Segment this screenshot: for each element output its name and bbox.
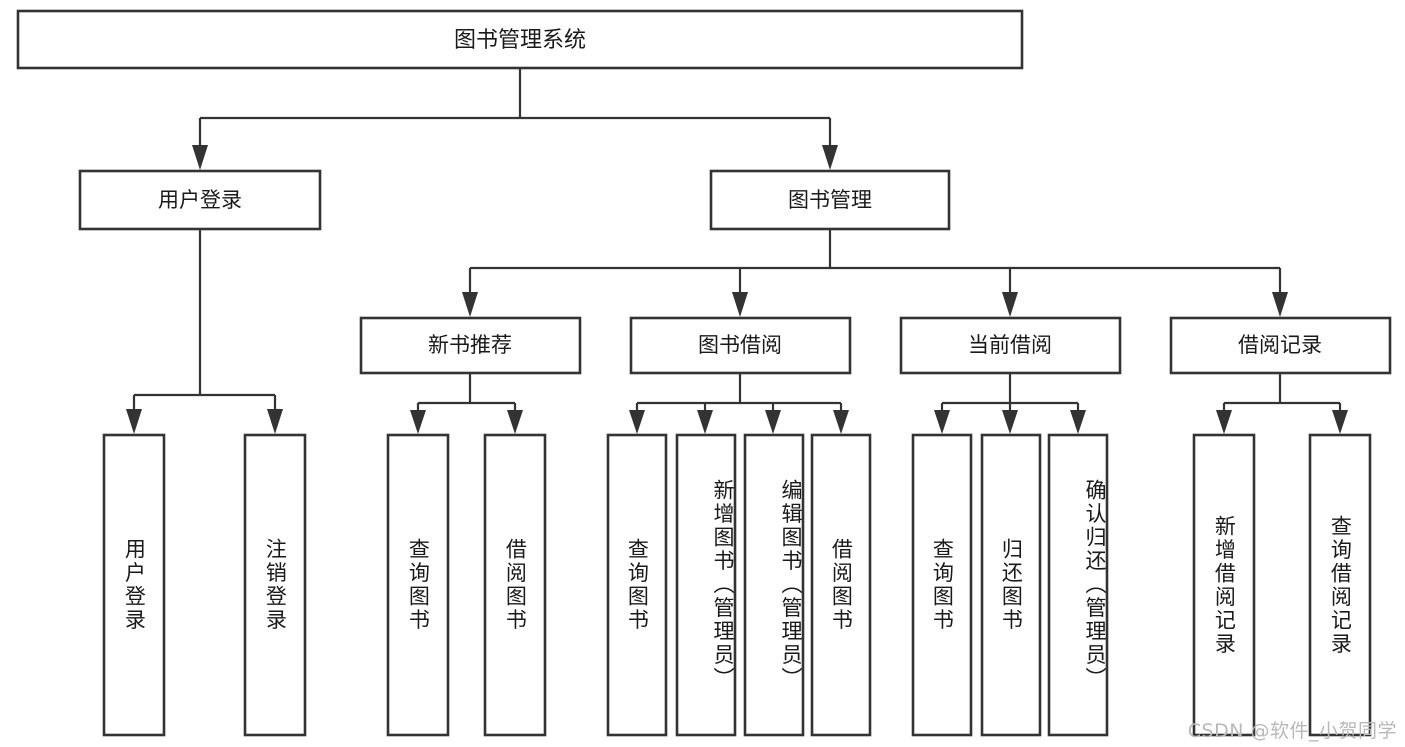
node-borrow-record-rect[interactable] — [1169, 316, 1392, 375]
node-leaf-user-login-rect[interactable] — [102, 433, 166, 737]
node-book-manage[interactable]: 图书管理 — [709, 169, 951, 231]
node-root[interactable]: 图书管理系统 — [16, 9, 1024, 70]
watermark-text: CSDN @软件_小贺同学 — [1187, 720, 1397, 742]
arrow-head-leaf-add-book — [697, 410, 713, 434]
node-leaf-add-book-rect[interactable] — [675, 433, 737, 737]
arrow-head-leaf-query-book-1 — [410, 410, 426, 434]
arrow-head-leaf-query-record — [1332, 410, 1348, 434]
node-book-borrow[interactable]: 图书借阅 — [629, 316, 852, 375]
arrow-head-book-borrow — [732, 292, 748, 317]
arrow-head-borrow-record — [1272, 292, 1288, 317]
node-borrow-record[interactable]: 借阅记录 — [1169, 316, 1392, 375]
node-leaf-query-book-1-rect[interactable] — [386, 433, 450, 737]
node-leaf-return-book-rect[interactable] — [980, 433, 1042, 737]
node-user-login-label: 用户登录 — [158, 188, 242, 212]
arrow-head-user-login — [192, 145, 208, 170]
arrow-head-leaf-add-record — [1216, 410, 1232, 434]
arrow-head-leaf-user-login — [126, 409, 142, 434]
node-leaf-borrow-book-2-rect[interactable] — [810, 433, 872, 737]
arrow-head-new-book-rec — [462, 292, 478, 317]
node-root-label: 图书管理系统 — [454, 28, 586, 53]
node-current-borrow-rect[interactable] — [899, 316, 1122, 375]
arrow-head-leaf-edit-book — [765, 410, 781, 434]
arrow-head-leaf-borrow-book-2 — [833, 410, 849, 434]
node-leaf-borrow-book-1-rect[interactable] — [483, 433, 547, 737]
node-new-book-rec[interactable]: 新书推荐 — [359, 316, 582, 375]
node-leaf-query-book-2-rect[interactable] — [606, 433, 668, 737]
node-book-manage-rect[interactable] — [709, 169, 951, 231]
node-leaf-add-record-rect[interactable] — [1192, 433, 1256, 737]
arrow-head-leaf-user-logout — [267, 409, 283, 434]
node-current-borrow[interactable]: 当前借阅 — [899, 316, 1122, 375]
node-book-borrow-rect[interactable] — [629, 316, 852, 375]
node-new-book-rec-label: 新书推荐 — [428, 333, 512, 357]
leaf-nodes-group — [102, 433, 1372, 737]
node-book-borrow-label: 图书借阅 — [698, 333, 782, 357]
arrow-head-leaf-query-book-2 — [629, 410, 645, 434]
node-book-manage-label: 图书管理 — [788, 188, 872, 212]
edges-group — [126, 68, 1348, 434]
node-current-borrow-label: 当前借阅 — [968, 333, 1052, 357]
arrow-head-leaf-confirm-return — [1070, 410, 1086, 434]
arrow-head-book-manage — [822, 145, 838, 170]
node-leaf-query-record-rect[interactable] — [1308, 433, 1372, 737]
node-leaf-confirm-return-rect[interactable] — [1047, 433, 1109, 737]
arrow-head-leaf-query-book-3 — [934, 410, 950, 434]
node-new-book-rec-rect[interactable] — [359, 316, 582, 375]
node-leaf-edit-book-rect[interactable] — [743, 433, 805, 737]
arrow-head-leaf-borrow-book-1 — [507, 410, 523, 434]
node-leaf-user-logout-rect[interactable] — [243, 433, 307, 737]
node-borrow-record-label: 借阅记录 — [1238, 333, 1322, 357]
node-root-rect[interactable] — [16, 9, 1024, 70]
node-leaf-query-book-3-rect[interactable] — [911, 433, 973, 737]
arrow-head-leaf-return-book — [1002, 410, 1018, 434]
arrow-head-current-borrow — [1002, 292, 1018, 317]
nodes-group: 图书管理系统 用户登录 图书管理 新书推荐 图书借阅 当前 — [16, 9, 1392, 737]
node-user-login[interactable]: 用户登录 — [78, 169, 322, 231]
node-user-login-rect[interactable] — [78, 169, 322, 231]
